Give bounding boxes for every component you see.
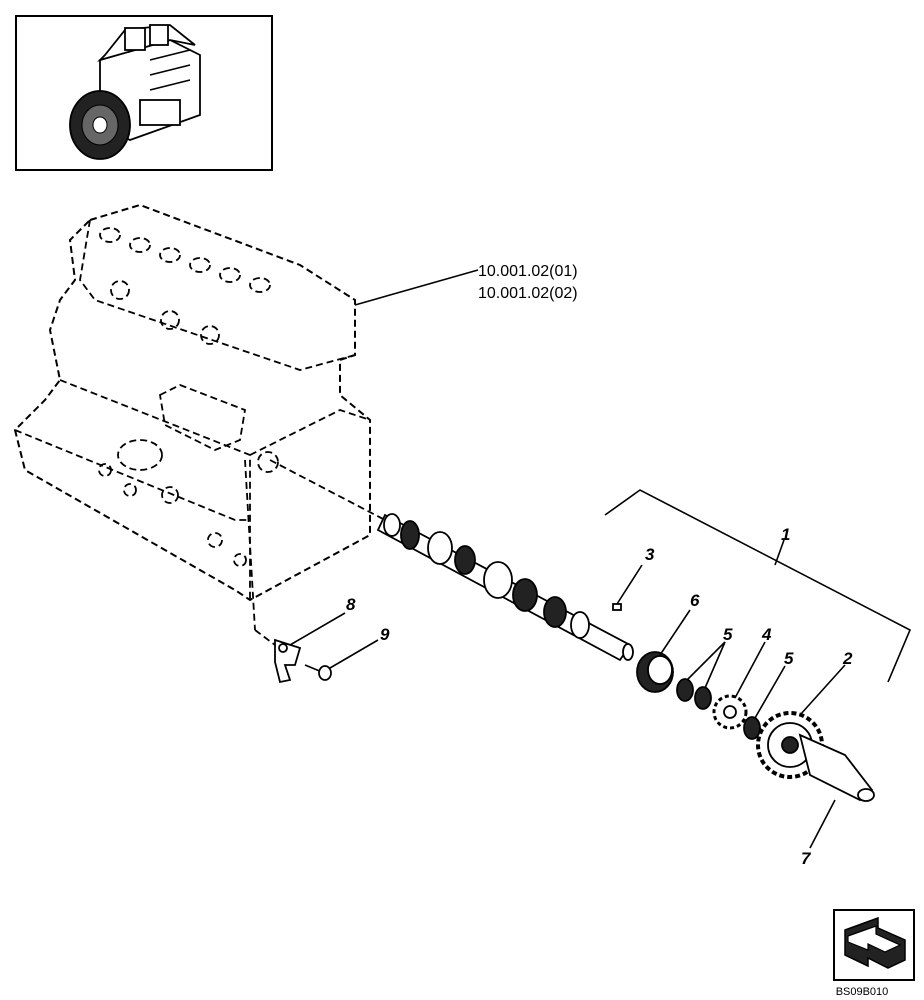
nav-arrow-button[interactable] — [833, 909, 915, 981]
callout-4: 4 — [761, 625, 772, 644]
callout-5b: 5 — [784, 649, 794, 668]
callout-8: 8 — [346, 595, 356, 614]
plate-and-bolt — [244, 459, 379, 684]
callout-9: 9 — [380, 625, 390, 644]
callout-3: 3 — [645, 545, 655, 564]
drawing-code: BS09B010 — [836, 986, 889, 998]
reference-link-1[interactable]: 10.001.02(01) — [478, 263, 578, 280]
sprocket-part — [712, 641, 766, 730]
callout-6: 6 — [690, 591, 700, 610]
callout-2: 2 — [842, 649, 853, 668]
reference-link-2[interactable]: 10.001.02(02) — [478, 285, 578, 302]
housing-part — [798, 733, 875, 849]
engine-thumbnail[interactable] — [15, 15, 273, 171]
reference-leader-line — [354, 269, 479, 306]
key-part — [612, 564, 643, 611]
callout-1: 1 — [781, 525, 790, 544]
camshaft — [269, 459, 634, 662]
engine-thumbnail-icon — [69, 24, 201, 160]
callout-7: 7 — [801, 849, 812, 868]
nav-arrow-icon — [844, 916, 906, 969]
callout-5a: 5 — [723, 625, 733, 644]
bearing-part — [636, 609, 691, 693]
engine-block-outline — [13, 203, 371, 602]
assembly-bracket — [604, 489, 912, 683]
washer-parts — [676, 641, 786, 740]
